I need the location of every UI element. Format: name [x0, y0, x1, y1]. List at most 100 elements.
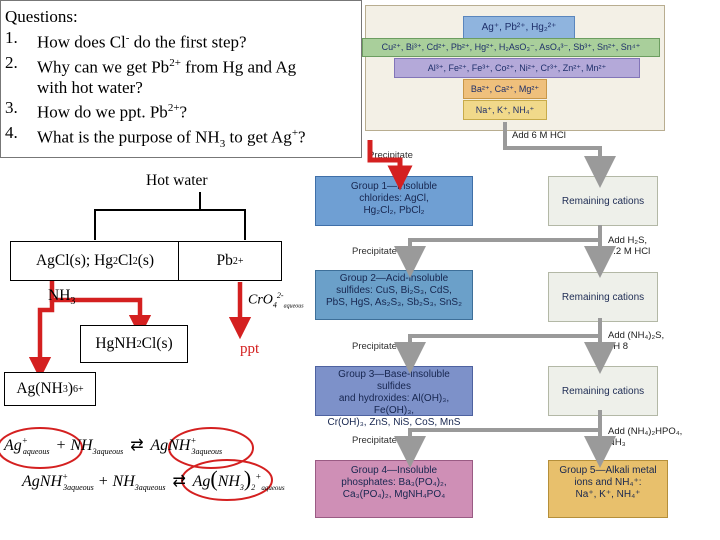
precipitate-label-2: Precipitate — [352, 246, 397, 257]
question-1-text-a: How does Cl — [37, 32, 126, 52]
eq1-ag-sub: aqueous — [22, 447, 50, 457]
group2-box: Group 2—Acid-insoluble sulfides: CuS, Bi… — [315, 270, 473, 320]
eq2-product-sub: 3 — [239, 483, 244, 493]
cro4-aqueous: aqueous — [283, 303, 304, 310]
eq2-nh3-sub: 3aqueous — [134, 483, 166, 493]
cro4-text: CrO — [248, 292, 273, 308]
cation-row-group2: Cu²⁺, Bi³⁺, Cd²⁺, Pb²⁺, Hg²⁺, H₂AsO₃⁻, A… — [362, 38, 660, 57]
question-3-text-a: How do we ppt. Pb — [37, 102, 168, 122]
step2-label-b: 0.2 M HCl — [608, 246, 651, 257]
group4-box: Group 4—Insoluble phosphates: Ba₃(PO₄)₂,… — [315, 460, 473, 518]
agcl-sub-2: 2 — [132, 255, 138, 267]
questions-panel: Questions: 1. How does Cl- do the first … — [0, 0, 362, 158]
eq2-equilibrium-arrow: ⇄ — [172, 473, 186, 490]
eq2-product-aqueous: aqueous — [261, 484, 285, 493]
step3-label-a: Add (NH₄)₂S, — [608, 330, 665, 341]
group1-line2: chlorides: AgCl, — [359, 193, 429, 204]
cation-row-group1: Ag⁺, Pb²⁺, Hg₂²⁺ — [463, 16, 575, 40]
step4-label-b: NH₃ — [608, 437, 626, 448]
question-3-number: 3. — [5, 98, 18, 118]
question-2-sup: 2+ — [169, 56, 181, 69]
group4-line1: Group 4—Insoluble — [350, 465, 438, 476]
hgnh-text-c: Cl(s) — [141, 335, 173, 352]
group4-line2: phosphates: Ba₃(PO₄)₂, — [341, 477, 447, 488]
question-4-text-a: What is the purpose of NH — [37, 128, 220, 148]
eq1-product: AgNH — [150, 437, 191, 454]
cro4-sub: 4 — [272, 300, 277, 310]
question-4-text-b: to get Ag — [225, 128, 292, 148]
eq1-ag: Ag — [4, 437, 22, 454]
precipitate-label-3: Precipitate — [352, 341, 397, 352]
question-1-sup: - — [125, 31, 130, 44]
question-2-text-b: from Hg and Ag — [180, 57, 297, 77]
question-2-text-c: with hot water? — [37, 77, 143, 97]
cation-row-group3: Al³⁺, Fe²⁺, Fe³⁺, Co²⁺, Ni²⁺, Cr³⁺, Zn²⁺… — [394, 58, 640, 78]
group2-line3: PbS, HgS, As₂S₃, Sb₂S₃, SnS₂ — [326, 297, 462, 308]
eq2-paren-left: ( — [210, 466, 218, 491]
hgnh-sub: 2 — [136, 338, 142, 350]
agnh-text-b: ) — [67, 380, 74, 397]
eq2-agnh3: AgNH — [22, 473, 62, 490]
eq1-equilibrium-arrow: ⇄ — [130, 437, 144, 454]
agnh-sub-2: 6 — [73, 383, 79, 395]
step2-label-a: Add H₂S, — [608, 235, 648, 246]
precipitate-label-1: Precipitate — [368, 150, 413, 161]
ppt-label: ppt — [240, 341, 260, 357]
eq2-product-sub2: 2 — [251, 483, 256, 493]
question-1-number: 1. — [5, 27, 18, 47]
remaining-cations-3: Remaining cations — [548, 366, 658, 416]
eq2-product-ag: Ag — [192, 473, 211, 490]
nh3-sub: 3 — [70, 296, 76, 308]
eq2-plus: + — [97, 473, 109, 490]
question-4-number: 4. — [5, 123, 18, 143]
eq2-agnh3-sub: 3aqueous — [63, 483, 94, 493]
eq1-nh3: NH — [70, 437, 93, 454]
eq1-nh3-sub: 3aqueous — [92, 447, 124, 457]
hgnh-text-b: NH — [114, 335, 137, 352]
question-4-sub: 3 — [219, 138, 226, 151]
cro4-sup: 2- — [276, 291, 284, 300]
nh3-label: NH3 — [48, 287, 75, 307]
equation-1: Ag+aqueous + NH3aqueous ⇄ AgNH+3aqueous — [4, 435, 222, 457]
pb-text: Pb — [216, 252, 233, 269]
chromate-label: CrO42- aqueous — [248, 291, 304, 309]
question-2-number: 2. — [5, 52, 18, 72]
group5-box: Group 5—Alkali metal ions and NH₄⁺: Na⁺,… — [548, 460, 668, 518]
agcl-text-c: Cl — [118, 252, 133, 269]
question-3: 3. How do we ppt. Pb2+? — [5, 98, 357, 123]
eq2-paren-right: ) — [243, 466, 252, 491]
nh3-text: NH — [48, 287, 71, 304]
agcl-text-d: (s) — [137, 252, 155, 269]
agcl-text-b: Cl(s); Hg — [54, 252, 114, 269]
eq2-product-nh: NH — [217, 473, 240, 490]
eq2-nh3: NH — [112, 473, 135, 490]
agcl-sub-1: 2 — [113, 255, 119, 267]
group2-line1: Group 2—Acid-insoluble — [339, 273, 449, 284]
group5-line2: ions and NH₄⁺: — [574, 477, 642, 488]
agnh-text-a: Ag(NH — [16, 380, 63, 397]
questions-heading: Questions: — [5, 7, 78, 26]
equation-2: AgNH+3aqueous + NH3aqueous ⇄ Ag(NH3)2+aq… — [22, 466, 285, 492]
group3-line1: Group 3—Base-insoluble sulfides — [338, 369, 450, 392]
eq2-agnh3-sup: + — [62, 471, 69, 482]
step4-label-a: Add (NH₄)₂HPO₄, — [608, 426, 683, 437]
question-1: 1. How does Cl- do the first step? — [5, 28, 357, 53]
group1-line3: Hg₂Cl₂, PbCl₂ — [363, 205, 425, 216]
question-1-text-b: do the first step? — [129, 32, 247, 52]
eq1-plus: + — [55, 437, 67, 454]
group3-line3: Cr(OH)₃, ZnS, NiS, CoS, MnS — [327, 417, 461, 428]
group3-line2: and hydroxides: Al(OH)₃, Fe(OH)₃, — [338, 393, 450, 416]
agnh-sub-1: 3 — [62, 383, 68, 395]
hgnh-text-a: Hg — [95, 335, 115, 352]
group5-line1: Group 5—Alkali metal — [559, 465, 657, 476]
group5-line3: Na⁺, K⁺, NH₄⁺ — [575, 489, 641, 500]
step1-label: Add 6 M HCl — [512, 130, 566, 141]
question-3-sup: 2+ — [167, 102, 180, 115]
question-3-text-b: ? — [179, 102, 188, 122]
